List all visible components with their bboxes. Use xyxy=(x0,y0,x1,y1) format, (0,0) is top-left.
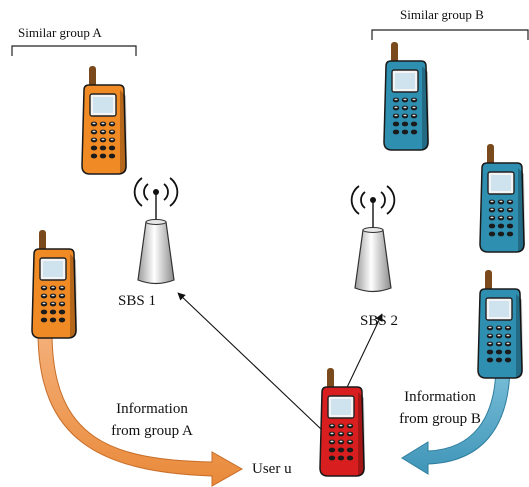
link-user-to-sbs2 xyxy=(340,313,383,401)
group-a-bracket xyxy=(11,45,137,56)
group-a-phone-1 xyxy=(81,65,128,175)
flow-b-label-line2: from group B xyxy=(399,411,481,427)
link-user-to-sbs1 xyxy=(177,292,323,431)
group-b-bracket xyxy=(371,29,529,40)
group-b-phone-3 xyxy=(477,269,524,379)
sbs1-label: SBS 1 xyxy=(118,293,156,309)
information-flow-arrow-a xyxy=(37,331,244,487)
flow-a-label-line1: Information xyxy=(116,401,188,417)
user-phone xyxy=(319,367,366,477)
group-a-label: Similar group A xyxy=(18,25,102,40)
user-label: User u xyxy=(252,461,292,477)
flow-b-label-line1: Information xyxy=(404,389,476,405)
group-b-label: Similar group B xyxy=(400,7,484,22)
group-b-phone-2 xyxy=(479,143,526,253)
sbs1-tower xyxy=(133,177,179,285)
sbs2-tower xyxy=(350,185,396,293)
group-b-phone-1 xyxy=(383,41,430,151)
group-a-phone-2 xyxy=(31,229,78,339)
flow-a-label-line2: from group A xyxy=(111,423,193,439)
sbs2-label: SBS 2 xyxy=(360,313,398,329)
